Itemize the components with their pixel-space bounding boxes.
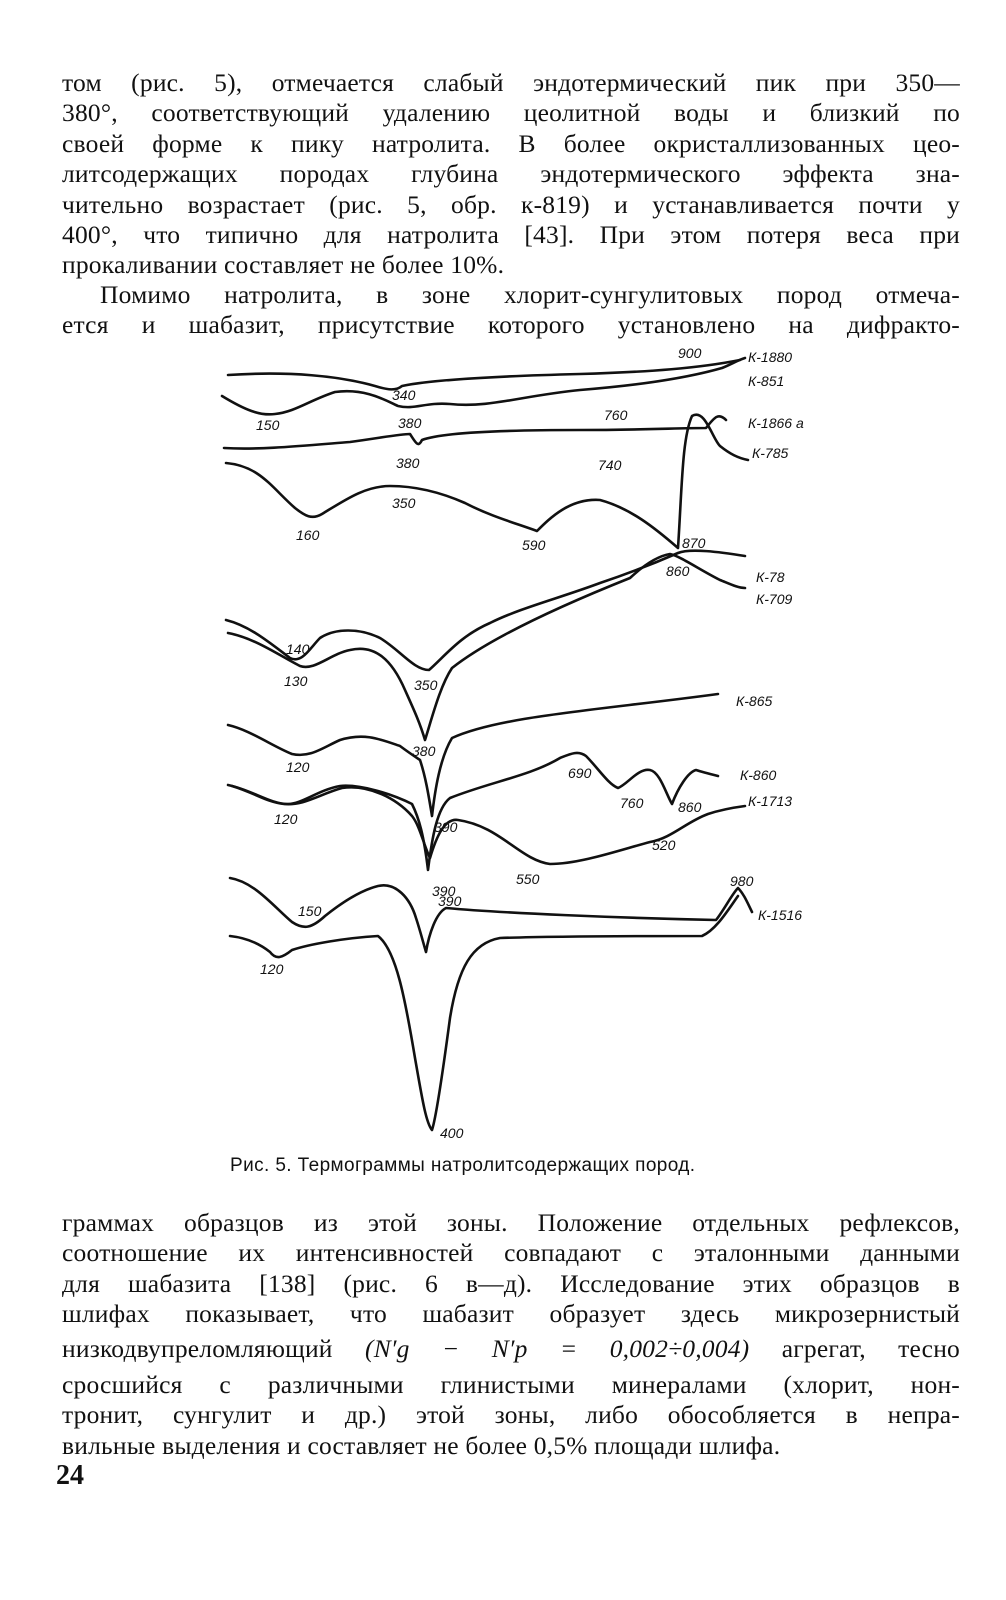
sample-label: К-851 [748,373,784,389]
peak-label: 740 [598,457,622,473]
page-number: 24 [56,1460,84,1491]
birefringence-formula: (N′g − N′p = 0,002÷0,004) [365,1333,750,1363]
sample-label: К-860 [740,767,776,783]
peak-label: 390 [434,819,458,835]
curve-k1880 [226,358,742,391]
peak-label: 130 [284,673,308,689]
peak-label: 120 [274,811,298,827]
sample-label: К-78 [756,569,785,585]
text-line: 400°, что типично для натролита [43]. Пр… [62,220,960,250]
text-line: том (рис. 5), отмечается слабый эндотерм… [62,68,960,97]
text-line: вильные выделения и составляет не более … [62,1430,781,1460]
peak-label: 120 [286,759,310,775]
text-line: шлифах показывает, что шабазит образует … [62,1299,960,1329]
thermogram-plot: К-1880 К-851 К-1866 а К-785 К-78 К-709 К… [220,345,804,1141]
peak-label: 150 [298,903,322,919]
peak-label: 870 [682,535,706,551]
text-line: 380°, соответствующий удалению цеолитной… [62,98,960,128]
curve-k78 [224,549,747,672]
peak-label: 590 [522,537,546,553]
paragraph-3: граммах образцов из этой зоны. Положение… [62,1208,960,1461]
peak-label: 520 [652,837,676,853]
peak-label: 380 [398,415,422,431]
text-line: чительно возрастает (рис. 5, обр. к-819)… [62,189,960,219]
paragraph-2: Помимо натролита, в зоне хлорит-сунгулит… [62,280,960,341]
curve-k860 [226,751,720,872]
curve-k851 [220,356,747,416]
peak-label: 760 [620,795,644,811]
peak-label: 380 [412,743,436,759]
peak-label: 860 [678,799,702,815]
peak-label: 390 [438,893,462,909]
peak-label: 980 [730,873,754,889]
text-line: Помимо натролита, в зоне хлорит-сунгулит… [100,280,960,309]
sample-label: К-1713 [748,793,792,809]
peak-label: 550 [516,871,540,887]
peak-label: 120 [260,961,284,977]
sample-label: К-865 [736,693,772,709]
peak-label: 140 [286,641,310,657]
peak-label: 760 [604,407,628,423]
curve-k865 [226,692,720,818]
text-line: сросшийся с различными глинистыми минера… [62,1370,960,1400]
sample-label: К-1866 а [748,415,804,431]
curve-k785 [224,413,750,550]
thermogram-figure: К-1880 К-851 К-1866 а К-785 К-78 К-709 К… [200,338,840,1148]
curve-k1713 [230,784,747,866]
text-line: прокаливании составляет не более 10%. [62,250,505,280]
paragraph-1: том (рис. 5), отмечается слабый эндотерм… [62,68,960,281]
figure-caption: Рис. 5. Термограммы натролитсодержащих п… [230,1155,696,1176]
peak-label: 350 [392,495,416,511]
peak-label: 340 [392,387,416,403]
peak-label: 390 [432,883,456,899]
text-line: своей форме к пику натролита. В более ок… [62,128,960,158]
sample-label: К-785 [752,445,788,461]
sample-label: К-1880 [748,349,792,365]
peak-label: 160 [296,527,320,543]
formula-post-text: агрегат, тесно [781,1333,960,1363]
curve-k709 [226,552,747,742]
peak-label: 900 [678,345,702,361]
sample-label: К-1516 [758,907,802,923]
text-line: тронит, сунгулит и др.) этой зоны, либо … [62,1400,960,1430]
curve-k1516 [228,876,754,954]
formula-line: низкодвупреломляющий (N′g − N′p = 0,002÷… [62,1334,960,1364]
text-line: литсодержащих породах глубина эндотермич… [62,159,960,189]
peak-label: 350 [414,677,438,693]
formula-pre-text: низкодвупреломляющий [62,1333,333,1363]
peak-label: 380 [396,455,420,471]
text-line: соотношение их интенсивностей совпадают … [62,1238,960,1268]
peak-label: 150 [256,417,280,433]
text-line: ется и шабазит, присутствие которого уст… [62,310,960,340]
curve-k1866a [222,415,728,450]
peak-label: 860 [666,563,690,579]
text-line: граммах образцов из этой зоны. Положение… [62,1208,960,1237]
peak-label: 400 [440,1125,464,1141]
peak-label: 690 [568,765,592,781]
text-line: для шабазита [138] (рис. 6 в—д). Исследо… [62,1268,960,1298]
sample-label: К-709 [756,591,792,607]
curve-k819 [228,894,740,1132]
